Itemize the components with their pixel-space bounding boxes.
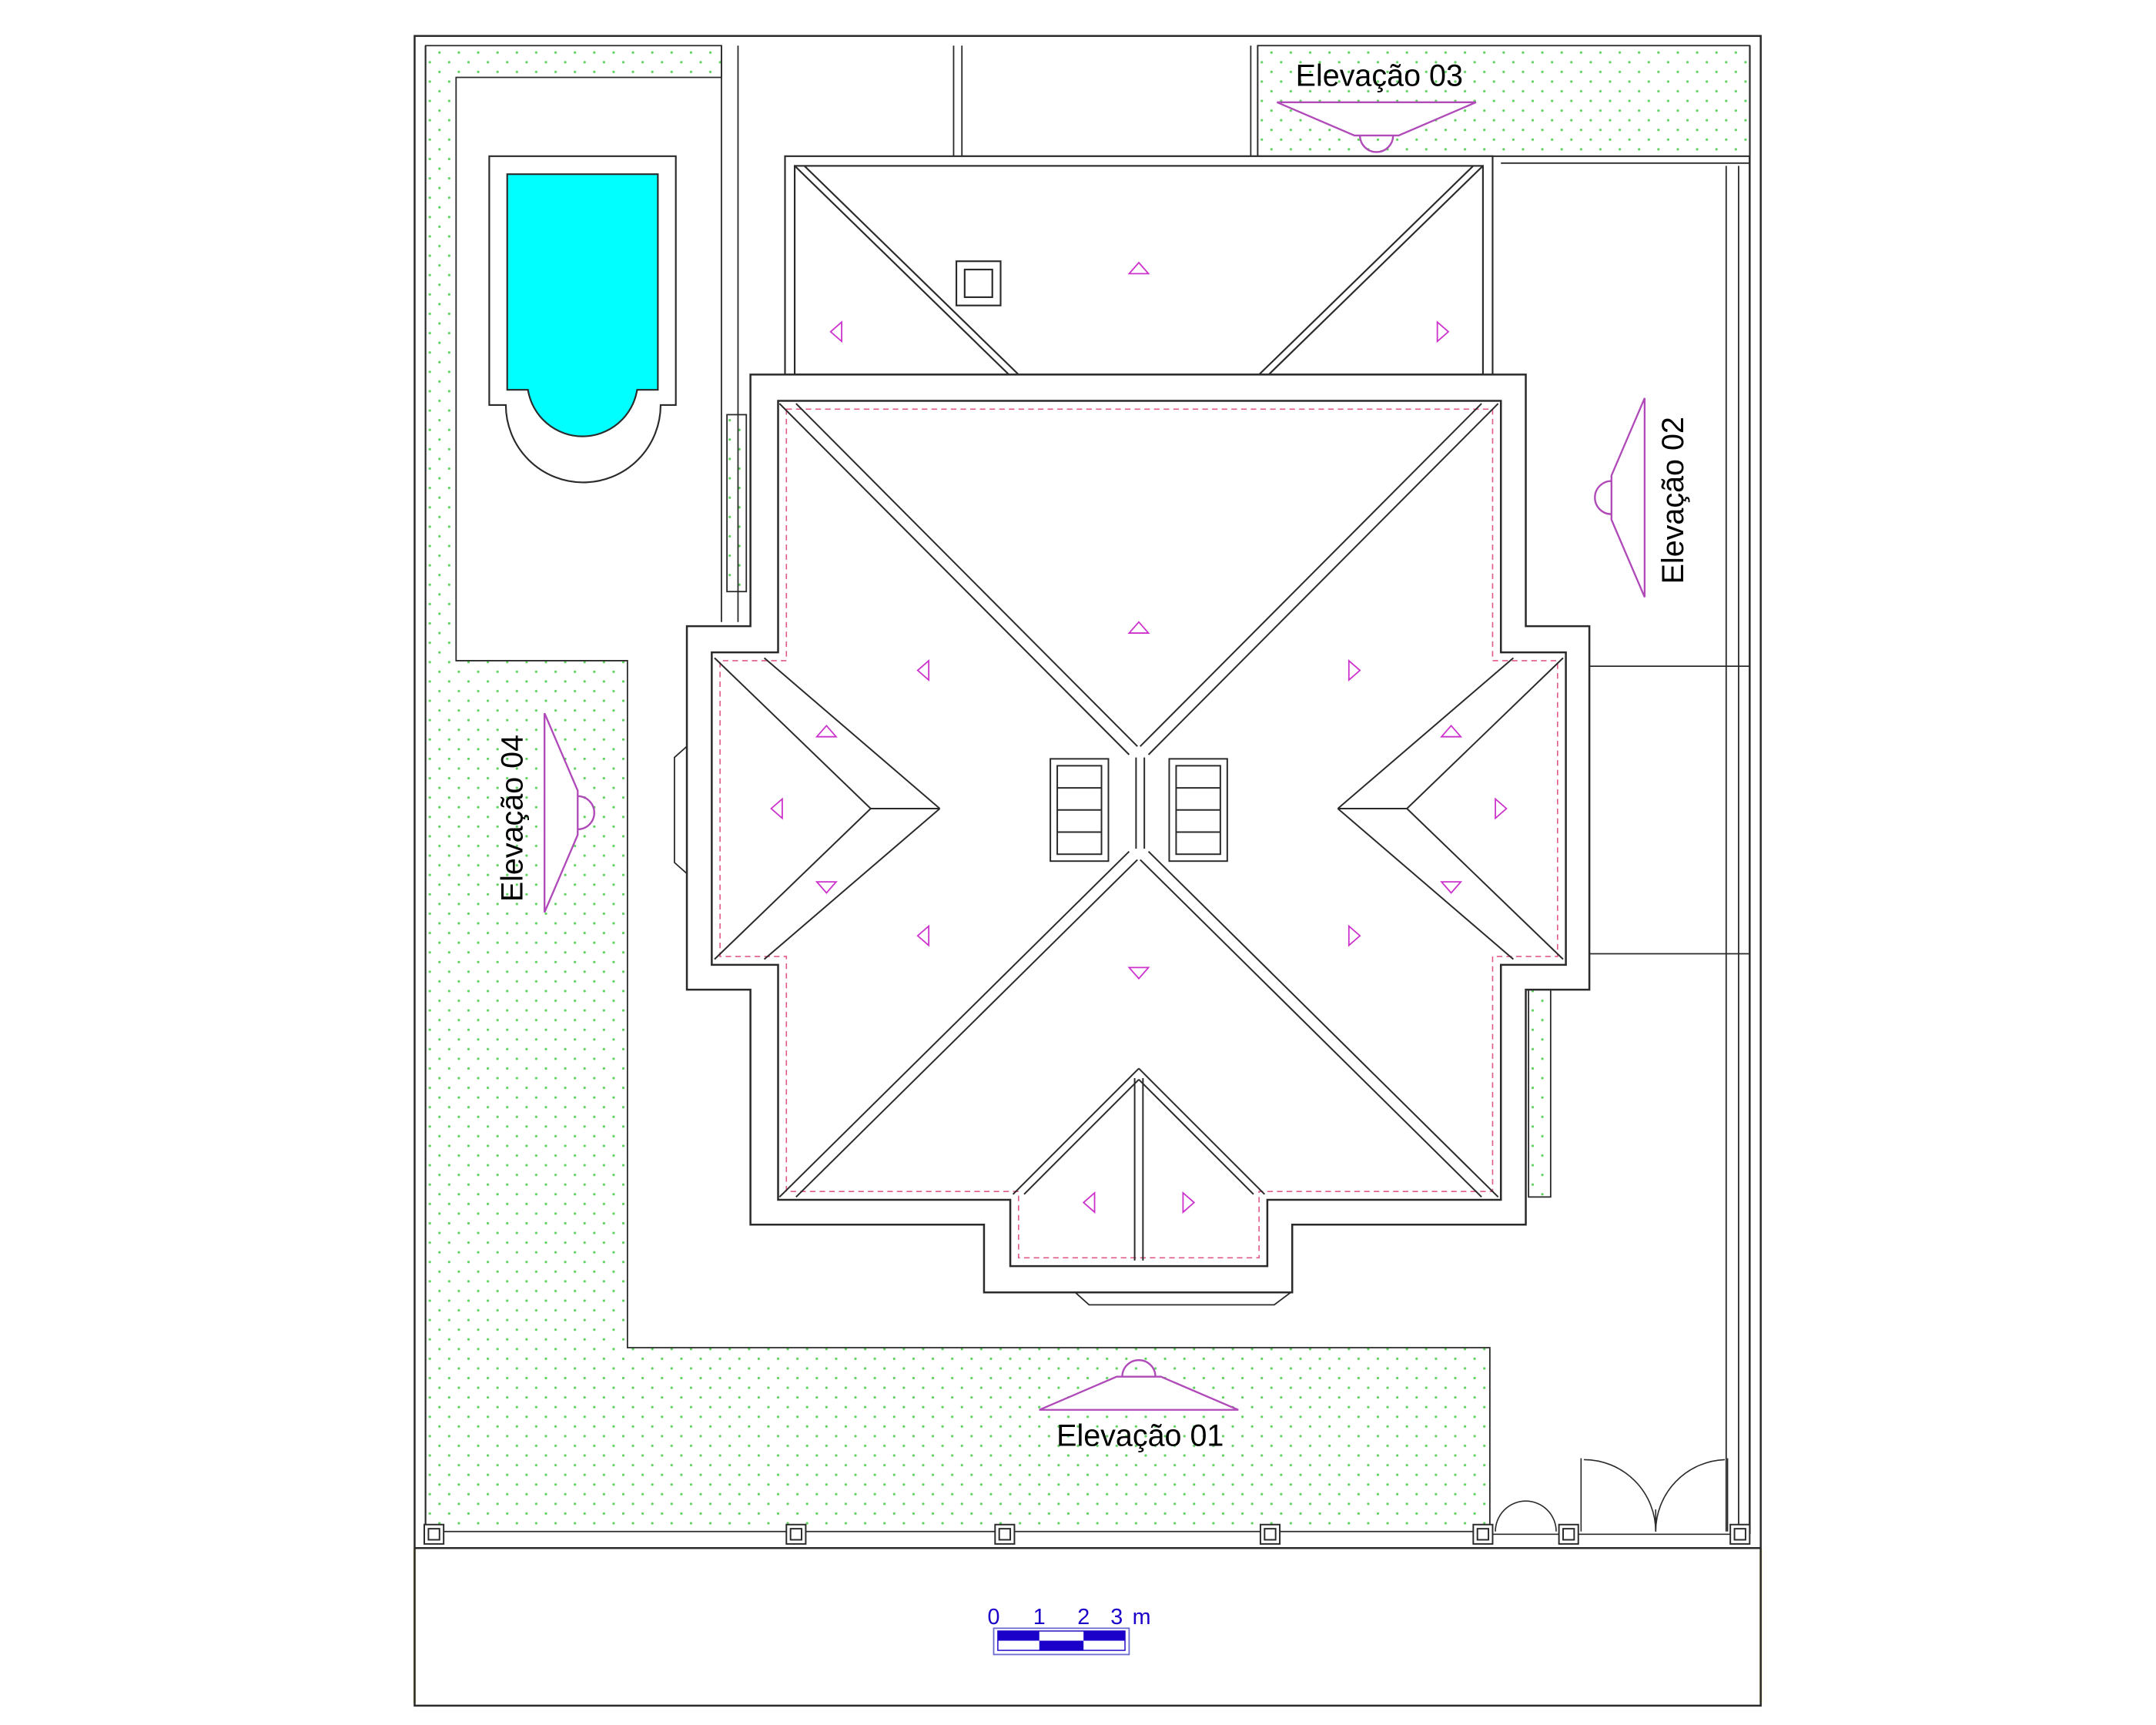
roof-slope-arrow-icon [1182,1191,1196,1214]
roof-slope-arrow-icon [1436,320,1450,343]
roof-main [674,373,1591,1306]
roof-slope-arrow-icon [1082,1191,1096,1214]
roof-slope-arrow-icon [1440,881,1463,894]
roof-slope-arrow-icon [1440,724,1463,738]
scale-unit: m [1133,1605,1151,1630]
site-lines [721,45,1750,1532]
roof-slope-arrow-icon [1348,924,1361,947]
scale-tick-1: 1 [1033,1605,1046,1630]
roof-slope-arrow-icon [770,797,783,820]
scale-bar: 0 1 2 3 m [988,1605,1151,1656]
elevation-03-label: Elevação 03 [1296,59,1463,92]
lawn-strip-left [726,414,748,593]
elevation-marker-icon [1039,1358,1239,1411]
chimney-icon [955,260,1002,306]
roof-slope-arrow-icon [916,658,930,682]
scale-tick-3: 3 [1110,1605,1123,1630]
door-swing-icon [1492,1458,1731,1536]
scale-tick-0: 0 [988,1605,1000,1630]
fence-posts [424,1523,1751,1545]
elevation-01-label: Elevação 01 [1056,1419,1224,1452]
elevation-marker-icon [1594,397,1646,598]
skylight-icon [1050,758,1110,862]
roof-slope-arrow-icon [829,320,842,343]
elevation-markers [544,101,1646,1411]
skylights [1050,758,1228,862]
roof-slope-arrow-icon [815,881,838,894]
pool [488,155,677,484]
elevation-02-label: Elevação 02 [1656,417,1690,584]
scale-tick-2: 2 [1077,1605,1090,1630]
skylight-icon [1168,758,1228,862]
elevation-marker-icon [544,712,595,913]
roof-slope-arrow-icon [815,724,838,738]
elevation-04-label: Elevação 04 [495,735,529,902]
roof-slope-arrow-icon [1348,658,1361,682]
roof-slope-arrow-icon [916,924,930,947]
roof-slope-arrow-icon [1127,261,1150,275]
roof-slope-arrows [770,261,1508,1214]
roof-slope-arrow-icon [1495,797,1508,820]
elevation-marker-icon [1277,101,1477,153]
roof-slope-arrow-icon [1127,966,1150,980]
roof-hips [714,403,1564,1261]
roof-slope-arrow-icon [1127,621,1150,634]
roof-north-volume [784,155,1494,376]
lawn-strip-right [1528,989,1552,1198]
